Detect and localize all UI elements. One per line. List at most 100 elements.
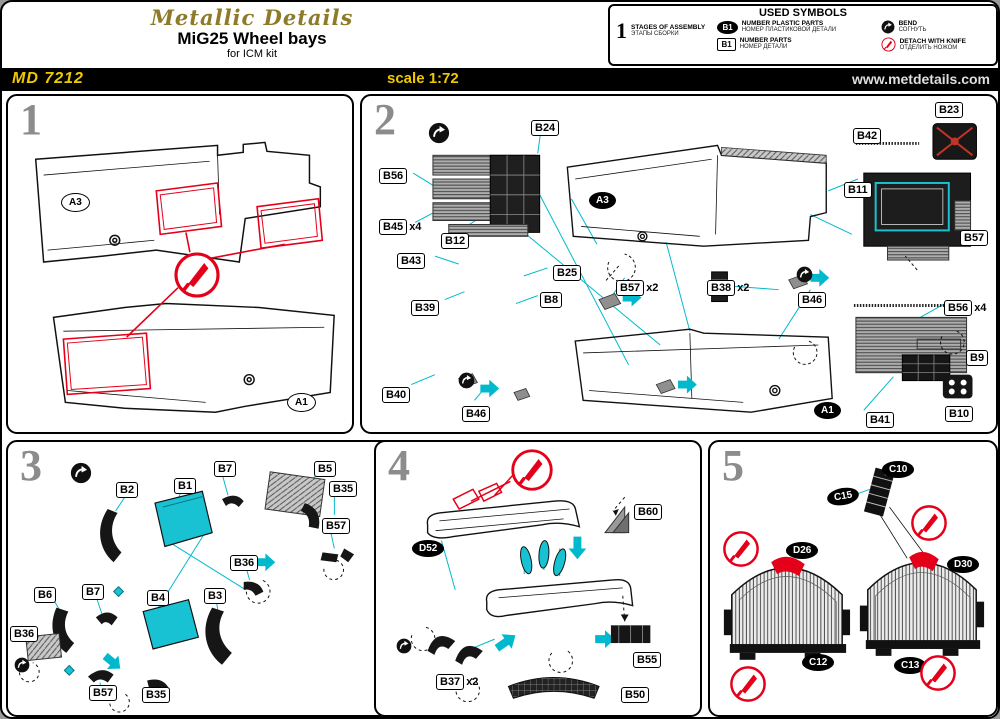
stage-5-panel: 5 C10 C15 D26 D30 C12 C13: [708, 440, 998, 717]
website-text: www.metdetails.com: [852, 71, 990, 87]
stage-3-drawing: [18, 471, 355, 713]
part-label: B57: [89, 685, 118, 701]
part-label: B37: [436, 674, 465, 690]
part-oval: D30: [947, 556, 980, 573]
part-label: B46: [798, 292, 827, 308]
part-oval: A1: [287, 393, 316, 412]
knife-icon: [722, 530, 760, 568]
bend-icon: [881, 20, 895, 34]
legend-label-ru: ЭТАПЫ СБОРКИ: [631, 31, 679, 37]
part-oval: C10: [882, 461, 915, 478]
part-qty: x4: [974, 302, 987, 314]
legend-label: DETACH WITH KNIFE: [899, 37, 966, 45]
part-qty: x2: [466, 676, 479, 688]
legend-item: BEND СОГНУТЬ: [881, 20, 992, 34]
part-label: B56: [379, 168, 408, 184]
stage-number: 3: [20, 441, 42, 490]
part-oval: D52: [412, 540, 445, 557]
part-label: B38: [707, 280, 736, 296]
part-label: B23: [935, 102, 964, 118]
stage-1-drawing: [34, 141, 335, 413]
legend-label: STAGES OF ASSEMBLY: [631, 24, 706, 31]
legend-label: NUMBER PARTS: [739, 37, 792, 44]
part-label: B41: [866, 412, 895, 428]
part-qty: x2: [737, 282, 750, 294]
part-label: B57: [322, 518, 351, 534]
knife-icon: [173, 251, 221, 299]
knife-icon: [910, 504, 948, 542]
part-label: B5: [314, 461, 337, 477]
part-label: B43: [397, 253, 426, 269]
bend-icon: [458, 372, 475, 389]
part-label: B7: [82, 584, 105, 600]
scale-label: scale 1:72: [387, 70, 459, 87]
stage-number-symbol: 1: [616, 18, 627, 43]
bend-icon: [14, 657, 30, 673]
part-oval: A3: [61, 193, 90, 212]
stage-number: 5: [722, 441, 744, 490]
brand-block: Metallic Details MiG25 Wheel bays for IC…: [142, 5, 362, 60]
part-label: B50: [621, 687, 650, 703]
legend-label-ru: СОГНУТЬ: [898, 27, 927, 33]
part-label: B57: [960, 230, 989, 246]
page-title: MiG25 Wheel bays: [177, 29, 327, 48]
part-qty: x4: [409, 221, 422, 233]
part-label: B45: [379, 219, 408, 235]
knife-icon: [919, 654, 957, 692]
knife-icon: [729, 665, 767, 703]
part-label: B40: [382, 387, 411, 403]
part-label: B8: [540, 292, 563, 308]
bend-icon: [796, 266, 813, 283]
part-oval: A1: [814, 402, 841, 419]
part-label: B12: [441, 233, 470, 249]
brand-name: Metallic Details: [150, 5, 354, 30]
knife-icon: [881, 37, 896, 52]
bend-icon: [428, 122, 450, 144]
legend-label-ru: ОТДЕЛИТЬ НОЖОМ: [899, 44, 958, 51]
legend-item: B1 NUMBER PLASTIC PARTS НОМЕР ПЛАСТИКОВО…: [717, 20, 874, 34]
part-label: B11: [844, 182, 872, 198]
part-label: B55: [633, 652, 662, 668]
stage-3-panel: 3 B2 B1 B7 B5 B35 B57 B36 B6 B7 B4 B3 B3…: [6, 440, 440, 717]
product-bar: MD 7212 scale 1:72 www.metdetails.com: [2, 68, 998, 91]
part-label: B36: [10, 626, 39, 642]
legend-label: NUMBER PLASTIC PARTS: [741, 20, 824, 27]
part-oval: C13: [894, 657, 927, 674]
legend-item: 1 STAGES OF ASSEMBLY ЭТАПЫ СБОРКИ: [616, 20, 711, 42]
bend-icon: [396, 638, 412, 654]
part-label: B7: [214, 461, 237, 477]
used-symbols-legend: USED SYMBOLS 1 STAGES OF ASSEMBLY ЭТАПЫ …: [608, 4, 998, 66]
part-label: B46: [462, 406, 491, 422]
stage-4-drawing: [410, 473, 651, 703]
legend-title: USED SYMBOLS: [758, 7, 847, 19]
part-oval: C12: [802, 654, 835, 671]
stage-number: 4: [388, 441, 410, 490]
legend-item: B1 NUMBER PARTS НОМЕР ДЕТАЛИ: [717, 37, 874, 51]
part-label: B3: [204, 588, 227, 604]
bend-icon: [70, 462, 92, 484]
part-label: B2: [116, 482, 139, 498]
part-oval: A3: [589, 192, 616, 209]
legend-label-ru: НОМЕР ПЛАСТИКОВОЙ ДЕТАЛИ: [741, 27, 837, 33]
legend-label: BEND: [898, 20, 918, 27]
plastic-part-symbol: B1: [717, 20, 738, 34]
stage-1-panel: 1 A3 A1: [6, 94, 354, 434]
pe-part-symbol: B1: [717, 37, 736, 51]
part-label: B35: [329, 481, 358, 497]
part-label: B6: [34, 587, 57, 603]
legend-item: DETACH WITH KNIFE ОТДЕЛИТЬ НОЖОМ: [881, 37, 992, 52]
part-label: B57: [616, 280, 645, 296]
part-label: B1: [174, 478, 197, 494]
part-label: B56: [944, 300, 973, 316]
part-label: B9: [966, 350, 989, 366]
part-oval: D26: [786, 542, 819, 559]
knife-icon: [510, 448, 554, 492]
part-qty: x2: [646, 282, 659, 294]
stage-5-drawing: [723, 467, 985, 660]
part-label: B42: [853, 128, 882, 144]
page-subtitle: for ICM kit: [226, 48, 278, 60]
part-label: B24: [531, 120, 560, 136]
part-label: B36: [230, 555, 259, 571]
